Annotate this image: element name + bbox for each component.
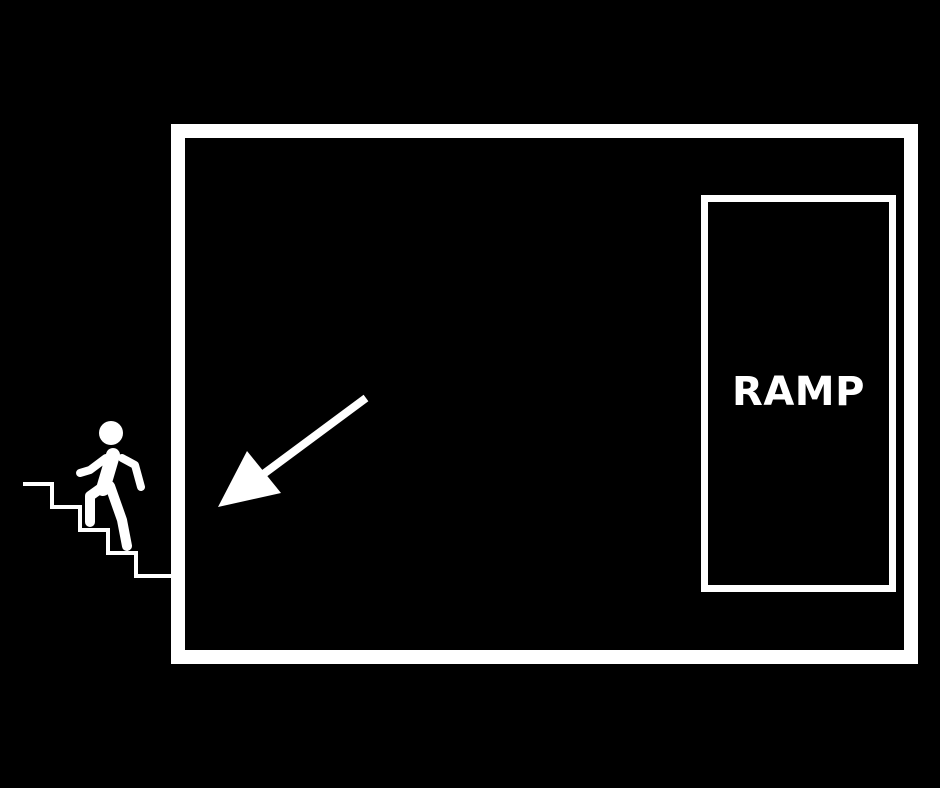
stairs-icon [23,482,171,578]
arrow-down-left-icon [218,394,369,507]
ramp-box: RAMP [701,195,896,592]
ramp-label: RAMP [732,368,865,415]
stairs-climber-icon [23,421,171,578]
person-climbing-icon [76,421,145,551]
